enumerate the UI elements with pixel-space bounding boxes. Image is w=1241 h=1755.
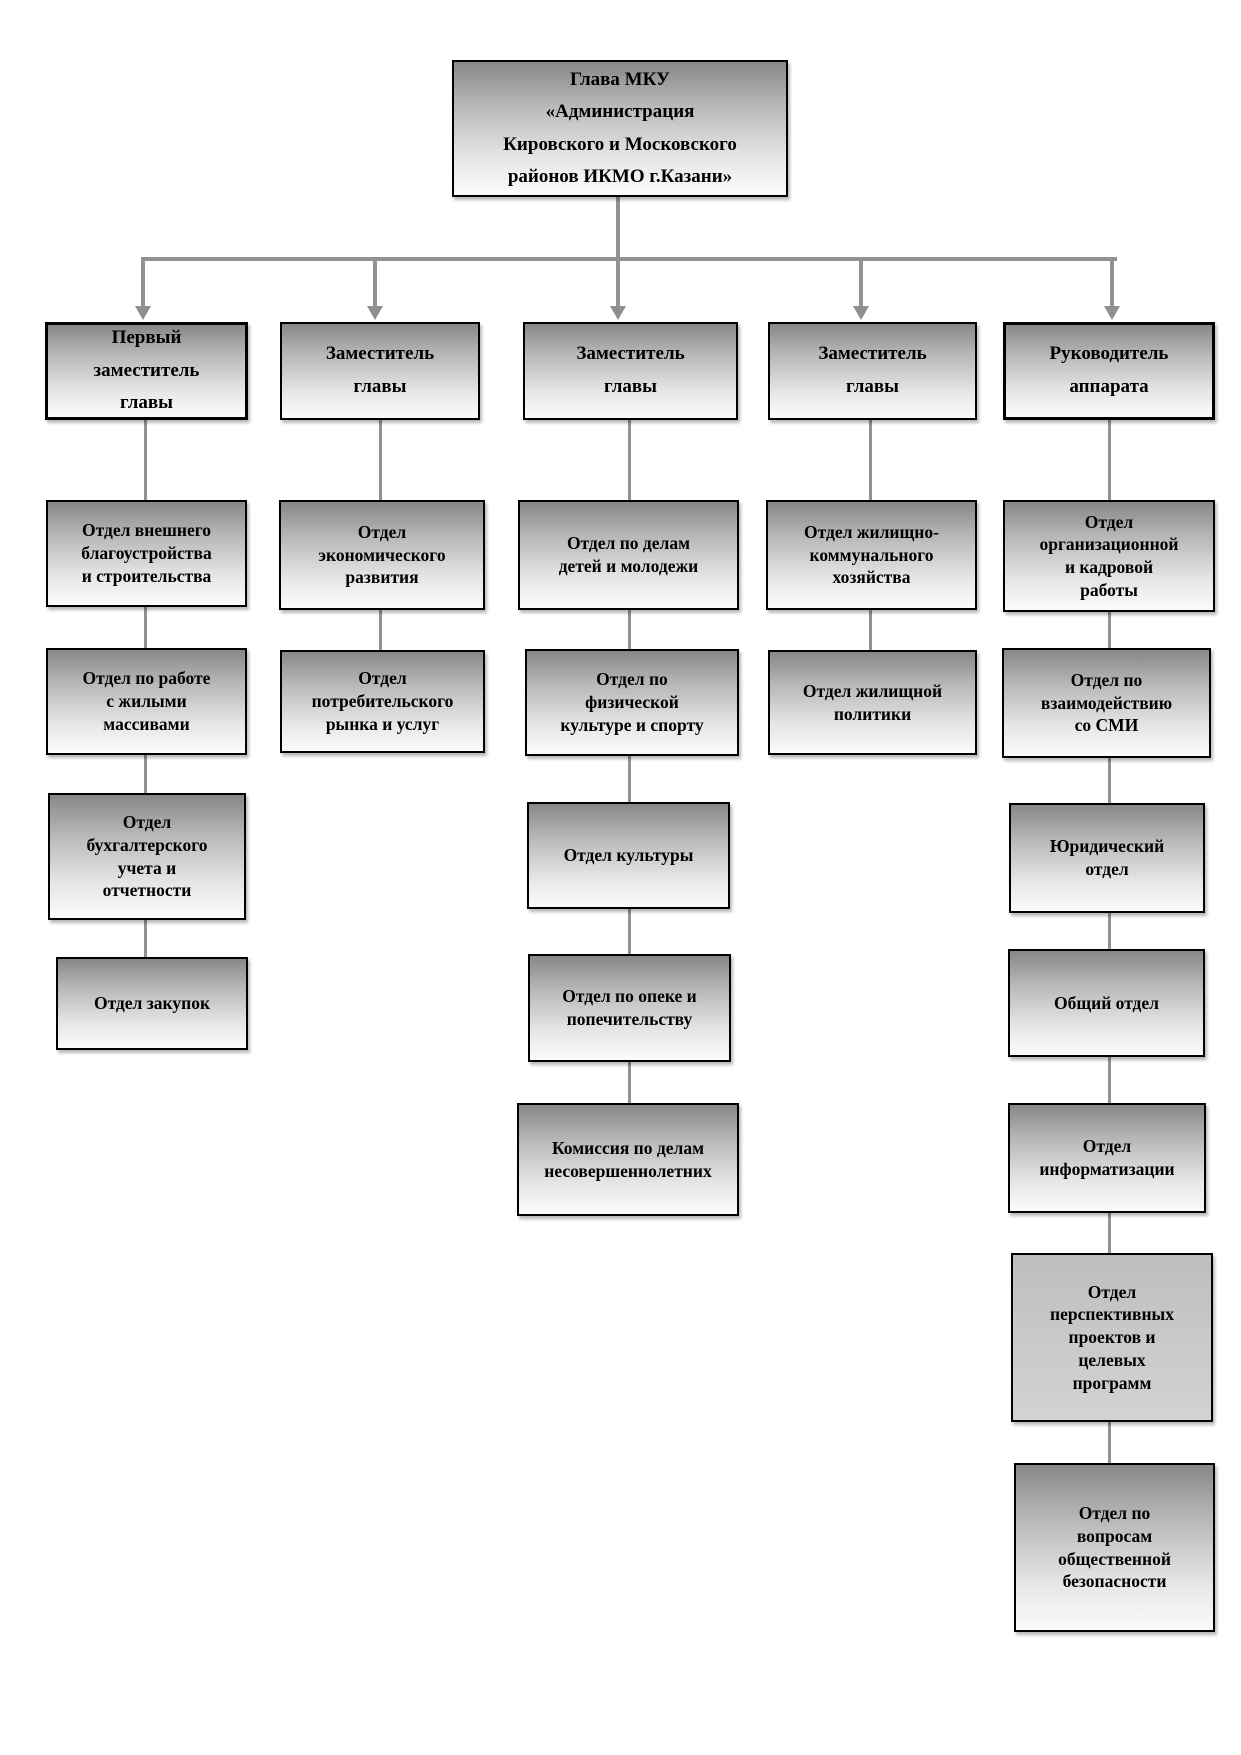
connector-line <box>1108 1057 1111 1103</box>
node-deputy-head-2: Заместитель главы <box>280 322 480 420</box>
connector-line <box>628 756 631 802</box>
connector-line <box>1108 420 1111 500</box>
connector-line <box>1108 612 1111 648</box>
connector-line <box>616 197 620 260</box>
node-apparatus-director: Руководитель аппарата <box>1003 322 1215 420</box>
connector-line <box>616 257 620 309</box>
node-housing-communal-dept: Отдел жилищно- коммунального хозяйства <box>766 500 977 610</box>
connector-line <box>144 420 147 500</box>
connector-line <box>1110 257 1114 309</box>
connector-line <box>628 420 631 500</box>
arrow-down-icon <box>610 306 626 320</box>
node-legal-dept: Юридический отдел <box>1009 803 1205 913</box>
node-accounting-dept: Отдел бухгалтерского учета и отчетности <box>48 793 246 920</box>
node-economic-development-dept: Отдел экономического развития <box>279 500 485 610</box>
node-informatization-dept: Отдел информатизации <box>1008 1103 1206 1213</box>
connector-line <box>141 257 145 309</box>
connector-line <box>628 1062 631 1103</box>
node-first-deputy-head: Первый заместитель главы <box>45 322 248 420</box>
node-media-relations-dept: Отдел по взаимодействию со СМИ <box>1002 648 1211 758</box>
connector-line <box>1108 758 1111 803</box>
node-deputy-head-3: Заместитель главы <box>523 322 738 420</box>
connector-line <box>628 909 631 954</box>
node-general-dept: Общий отдел <box>1008 949 1205 1057</box>
arrow-down-icon <box>853 306 869 320</box>
node-guardianship-dept: Отдел по опеке и попечительству <box>528 954 731 1062</box>
connector-line <box>1108 1213 1111 1253</box>
node-perspective-projects-dept: Отдел перспективных проектов и целевых п… <box>1011 1253 1213 1422</box>
arrow-down-icon <box>1104 306 1120 320</box>
connector-line <box>373 257 377 309</box>
connector-line <box>141 257 1117 261</box>
node-children-youth-dept: Отдел по делам детей и молодежи <box>518 500 739 610</box>
node-procurement-dept: Отдел закупок <box>56 957 248 1050</box>
node-deputy-head-4: Заместитель главы <box>768 322 977 420</box>
node-head-of-administration: Глава МКУ «Администрация Кировского и Мо… <box>452 60 788 197</box>
connector-line <box>1108 913 1111 949</box>
arrow-down-icon <box>367 306 383 320</box>
node-org-personnel-dept: Отдел организационной и кадровой работы <box>1003 500 1215 612</box>
connector-line <box>869 610 872 650</box>
node-residential-areas-dept: Отдел по работе с жилыми массивами <box>46 648 247 755</box>
connector-line <box>144 607 147 648</box>
connector-line <box>628 610 631 649</box>
connector-line <box>144 755 147 793</box>
connector-line <box>379 420 382 500</box>
node-consumer-market-dept: Отдел потребительского рынка и услуг <box>280 650 485 753</box>
arrow-down-icon <box>135 306 151 320</box>
connector-line <box>859 257 863 309</box>
node-physical-culture-sport-dept: Отдел по физической культуре и спорту <box>525 649 739 756</box>
node-external-improvement-dept: Отдел внешнего благоустройства и строите… <box>46 500 247 607</box>
connector-line <box>379 610 382 650</box>
connector-line <box>144 920 147 957</box>
node-minors-commission: Комиссия по делам несовершеннолетних <box>517 1103 739 1216</box>
node-public-safety-dept: Отдел по вопросам общественной безопасно… <box>1014 1463 1215 1632</box>
node-housing-policy-dept: Отдел жилищной политики <box>768 650 977 755</box>
connector-line <box>1108 1422 1111 1463</box>
connector-line <box>869 420 872 500</box>
node-culture-dept: Отдел культуры <box>527 802 730 909</box>
